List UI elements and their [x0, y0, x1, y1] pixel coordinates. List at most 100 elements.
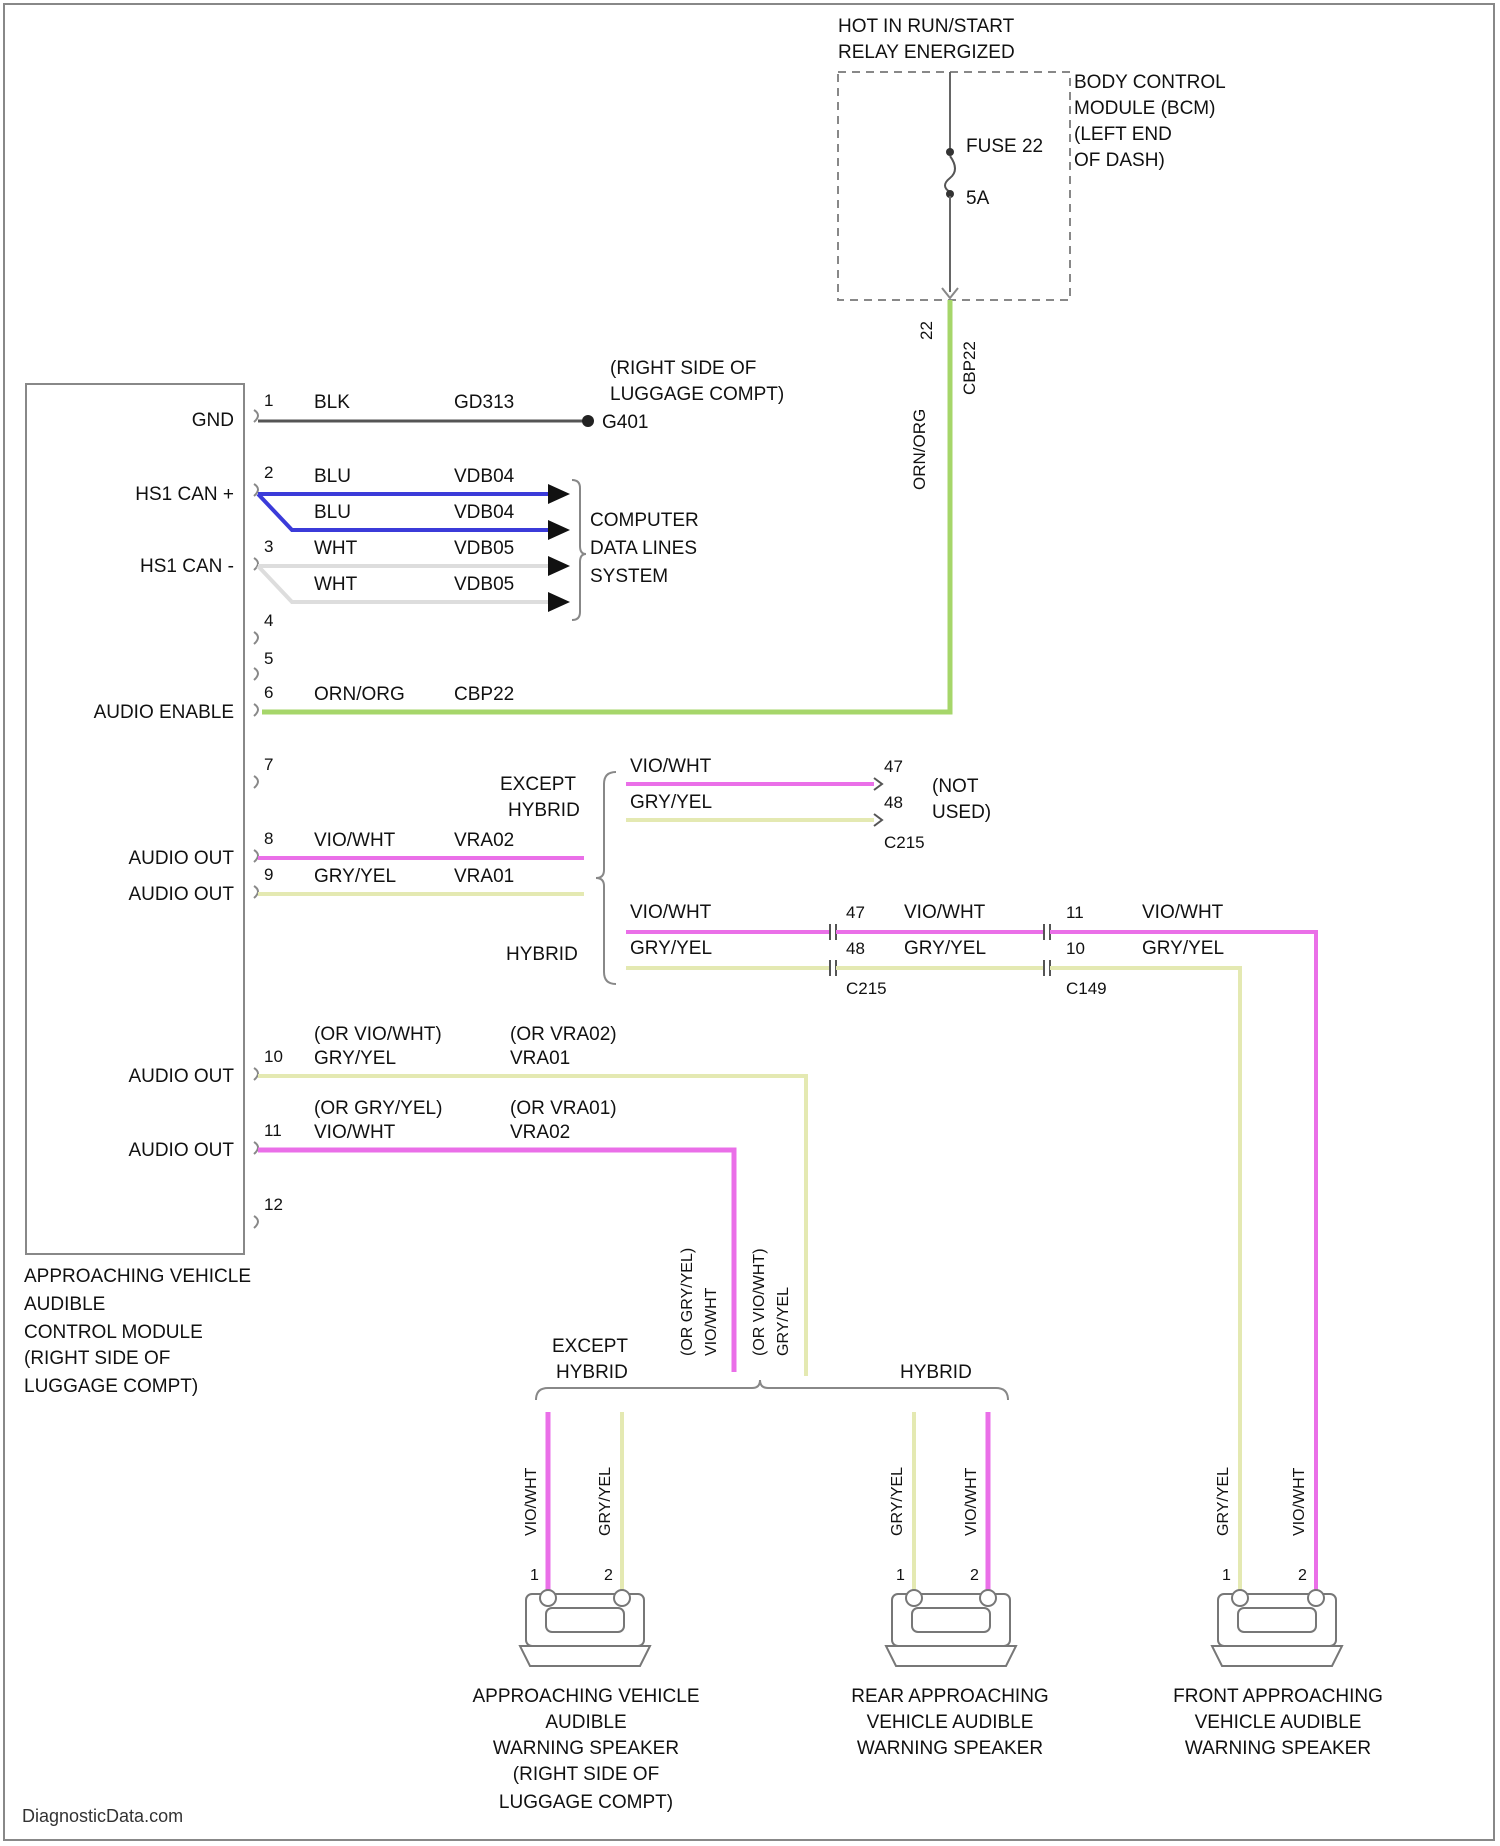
- audio-enable-circuit: CBP22: [454, 684, 514, 705]
- module-name-line3: CONTROL MODULE: [24, 1322, 203, 1343]
- speaker2-pin-a: 1: [896, 1567, 905, 1584]
- lower-vert-label-2: VIO/WHT: [703, 1287, 720, 1356]
- front-speaker-vio-wire: [1050, 932, 1316, 1592]
- front-speaker-gry-wire: [1050, 968, 1240, 1592]
- audio-out-10-color-alt: (OR VIO/WHT): [314, 1024, 442, 1045]
- can-plus-circuit-b: VDB04: [454, 502, 515, 523]
- audio-out-10-color: GRY/YEL: [314, 1048, 396, 1069]
- data-lines-label-line2: DATA LINES: [590, 538, 697, 559]
- pin-name-audio-out-9: AUDIO OUT: [128, 884, 234, 905]
- ground-loc-line2: LUGGAGE COMPT): [610, 384, 784, 405]
- pin-1-terminal: [254, 410, 258, 422]
- pin-name-audio-out-10: AUDIO OUT: [128, 1066, 234, 1087]
- speaker1-wire-b-label: GRY/YEL: [597, 1467, 614, 1536]
- can-plus-circuit-a: VDB04: [454, 466, 515, 487]
- hybrid-gry-color-2: GRY/YEL: [904, 938, 986, 959]
- fuse-node-top: [946, 148, 954, 156]
- bcm-label-line4: OF DASH): [1074, 150, 1165, 171]
- speaker1-wire-a-label: VIO/WHT: [523, 1467, 540, 1536]
- pin-num-7: 7: [264, 755, 273, 774]
- pin-4-terminal: [254, 632, 258, 644]
- pin-9-terminal: [254, 886, 258, 898]
- can-plus-color-a: BLU: [314, 466, 351, 487]
- except-vio-color: VIO/WHT: [630, 756, 712, 777]
- can-minus-color-b: WHT: [314, 574, 358, 595]
- vert-wire-color: ORN/ORG: [910, 409, 929, 490]
- pin-name-can-minus: HS1 CAN -: [140, 556, 234, 577]
- audio-out-9-circuit: VRA01: [454, 866, 514, 887]
- pin-num-5: 5: [264, 649, 273, 668]
- pin-num-3: 3: [264, 537, 273, 556]
- pin-name-audio-out-8: AUDIO OUT: [128, 848, 234, 869]
- except-pin-48: 48: [884, 793, 903, 812]
- audio-enable-color: ORN/ORG: [314, 684, 405, 705]
- pin-name-can-plus: HS1 CAN +: [135, 484, 234, 505]
- except-hybrid-label-line2: HYBRID: [508, 800, 580, 821]
- module-name-line5: LUGGAGE COMPT): [24, 1376, 198, 1397]
- audio-out-10-wire: [258, 1076, 806, 1376]
- pin-num-12: 12: [264, 1195, 283, 1214]
- bcm-label-line3: (LEFT END: [1074, 124, 1172, 145]
- c215-hybrid-47: [830, 924, 836, 940]
- module-name-line1: APPROACHING VEHICLE: [24, 1266, 251, 1287]
- lower-brace: [536, 1380, 1008, 1400]
- hybrid-pin-10: 10: [1066, 939, 1085, 958]
- not-used-line1: (NOT: [932, 776, 979, 797]
- arrow-can-4: [548, 592, 570, 612]
- bcm-label-line2: MODULE (BCM): [1074, 98, 1215, 119]
- speaker3-name-line3: WARNING SPEAKER: [1185, 1738, 1371, 1759]
- data-lines-label-line1: COMPUTER: [590, 510, 699, 531]
- audio-out-11-circuit: VRA02: [510, 1122, 570, 1143]
- watermark: DiagnosticData.com: [22, 1806, 183, 1826]
- pin-num-9: 9: [264, 865, 273, 884]
- data-lines-label-line3: SYSTEM: [590, 566, 668, 587]
- pin-7-terminal: [254, 776, 258, 788]
- can-minus-wire-b: [258, 566, 560, 602]
- ground-wire-color: BLK: [314, 392, 350, 413]
- lower-except-label-line2: HYBRID: [556, 1362, 628, 1383]
- speaker1-name-line2: AUDIBLE: [545, 1712, 626, 1733]
- bcm-pin-22: 22: [917, 321, 936, 340]
- speaker1-name-line4: (RIGHT SIDE OF: [513, 1764, 659, 1785]
- pin-num-10: 10: [264, 1047, 283, 1066]
- lower-vert-label-4: GRY/YEL: [775, 1287, 792, 1356]
- c149-pin-10: [1044, 960, 1050, 976]
- bcm-label-line1: BODY CONTROL: [1074, 72, 1226, 93]
- pin-num-2: 2: [264, 463, 273, 482]
- speaker3-wire-b-label: VIO/WHT: [1291, 1467, 1308, 1536]
- hybrid-label: HYBRID: [506, 944, 578, 965]
- pin-5-terminal: [254, 668, 258, 680]
- pin-11-terminal: [254, 1142, 258, 1154]
- audio-out-11-circuit-alt: (OR VRA01): [510, 1098, 617, 1119]
- can-minus-circuit-b: VDB05: [454, 574, 514, 595]
- branch-brace: [596, 772, 616, 984]
- hybrid-vio-color-2: VIO/WHT: [904, 902, 986, 923]
- c215-hybrid-48: [830, 960, 836, 976]
- speaker1-name-line5: LUGGAGE COMPT): [499, 1792, 673, 1813]
- pin-2-terminal: [254, 484, 258, 496]
- audio-out-11-wire: [258, 1150, 734, 1372]
- pin-num-6: 6: [264, 683, 273, 702]
- pin-num-1: 1: [264, 391, 273, 410]
- hybrid-vio-color-1: VIO/WHT: [630, 902, 712, 923]
- ground-wire-circuit: GD313: [454, 392, 514, 413]
- speaker2-name-line1: REAR APPROACHING: [851, 1686, 1048, 1707]
- except-hybrid-label-line1: EXCEPT: [500, 774, 576, 795]
- speaker1-pin-b: 2: [604, 1567, 613, 1584]
- arrow-can-3: [548, 556, 570, 576]
- hybrid-pin-11: 11: [1066, 903, 1084, 922]
- can-minus-color-a: WHT: [314, 538, 358, 559]
- module-box: [26, 384, 244, 1254]
- vert-wire-circuit: CBP22: [960, 341, 979, 395]
- speaker2-name-line3: WARNING SPEAKER: [857, 1738, 1043, 1759]
- data-lines-bracket: [572, 480, 586, 620]
- ground-loc-line1: (RIGHT SIDE OF: [610, 358, 756, 379]
- fuse-label: FUSE 22: [966, 136, 1043, 157]
- speaker2-name-line2: VEHICLE AUDIBLE: [867, 1712, 1034, 1733]
- audio-out-10-circuit: VRA01: [510, 1048, 570, 1069]
- speaker1-symbol: [520, 1590, 650, 1666]
- hot-label-line2: RELAY ENERGIZED: [838, 42, 1015, 63]
- hot-label-line1: HOT IN RUN/START: [838, 16, 1015, 37]
- pin-10-terminal: [254, 1068, 258, 1080]
